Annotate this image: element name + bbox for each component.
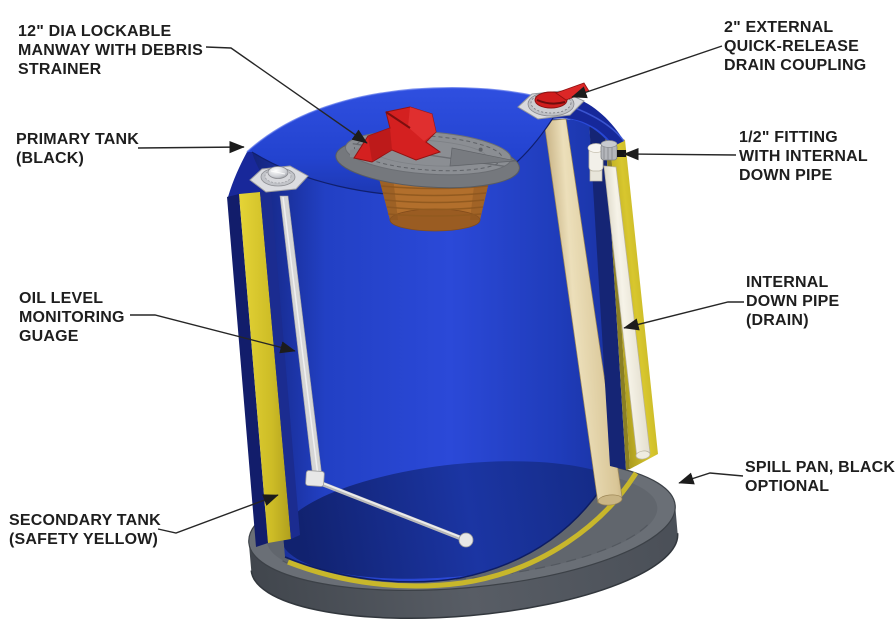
leader-primary-tank: [137, 140, 245, 154]
label-line: STRAINER: [18, 61, 102, 78]
label-line: WITH INTERNAL: [739, 148, 868, 165]
primary-tank-cut-right: [589, 121, 626, 470]
label-line: DOWN PIPE: [739, 167, 833, 184]
manway-lock-handle: [353, 106, 442, 163]
label-secondary-tank: SECONDARY TANK (SAFETY YELLOW): [9, 511, 161, 549]
tank-cut-bottom-edge: [284, 467, 615, 583]
label-line: DOWN PIPE: [746, 293, 840, 310]
label-spill-pan: SPILL PAN, BLACK OPTIONAL: [745, 458, 895, 496]
label-line: GUAGE: [19, 328, 79, 345]
leader-quick-release: [571, 45, 723, 99]
down-pipe-tan: [543, 118, 623, 506]
label-line: QUICK-RELEASE: [724, 38, 860, 55]
label-primary-tank: PRIMARY TANK (BLACK): [16, 130, 139, 168]
leader-manway: [205, 46, 368, 144]
right-wall-cut-edge: [589, 121, 658, 470]
label-oil-gauge: OIL LEVEL MONITORING GUAGE: [19, 289, 125, 346]
internal-down-pipe-white: [603, 165, 651, 459]
oil-gauge-joint: [305, 470, 325, 487]
leader-lines: [130, 45, 744, 534]
label-half-inch-fitting: 1/2" FITTING WITH INTERNAL DOWN PIPE: [739, 128, 868, 185]
manway-latch-pointer: [449, 147, 517, 167]
label-internal-down-pipe: INTERNAL DOWN PIPE (DRAIN): [746, 273, 839, 330]
half-inch-fitting: [587, 140, 626, 182]
oil-gauge-float-arm-highlight: [319, 481, 464, 539]
oil-gauge-fitting: [249, 165, 309, 193]
leader-secondary-tank: [157, 494, 279, 534]
label-line: INTERNAL: [746, 274, 829, 291]
quick-release-coupling: [517, 82, 590, 120]
primary-tank-cut-left: [260, 191, 300, 539]
label-line: PRIMARY TANK: [16, 131, 139, 148]
spill-pan-side: [248, 505, 678, 619]
label-line: MANWAY WITH DEBRIS: [18, 42, 203, 59]
spill-pan-rim-detail: [282, 523, 650, 582]
label-line: (BLACK): [16, 150, 85, 167]
internal-down-pipe-end: [635, 450, 651, 460]
oil-gauge-assembly: [279, 195, 474, 548]
left-wall-cut-edge: [227, 152, 300, 547]
oil-gauge-float: [458, 532, 474, 548]
label-line: (DRAIN): [746, 312, 809, 329]
leader-half-inch-fitting: [623, 147, 737, 161]
tank-top-rim-highlight: [246, 87, 625, 153]
leader-oil-gauge: [130, 314, 296, 354]
label-line: SPILL PAN, BLACK: [745, 459, 896, 476]
leader-spill-pan: [678, 472, 744, 485]
left-outer-navy-band: [227, 194, 268, 547]
label-line: (SAFETY YELLOW): [9, 531, 159, 548]
label-line: 2" EXTERNAL: [724, 19, 834, 36]
label-line: 1/2" FITTING: [739, 129, 838, 146]
spill-pan-bottom-edge: [250, 533, 679, 620]
label-line: MONITORING: [19, 309, 125, 326]
label-line: SECONDARY TANK: [9, 512, 161, 529]
secondary-tank-wall-left: [239, 192, 291, 543]
label-line: DRAIN COUPLING: [724, 57, 867, 74]
leader-internal-down-pipe: [623, 301, 744, 331]
secondary-tank-floor-edge: [287, 471, 639, 589]
manway-lid-hole: [478, 147, 483, 152]
coupling-slot: [536, 99, 566, 105]
label-manway: 12" DIA LOCKABLE MANWAY WITH DEBRIS STRA…: [18, 22, 203, 79]
label-line: OPTIONAL: [745, 478, 830, 495]
label-line: OIL LEVEL: [19, 290, 104, 307]
label-line: 12" DIA LOCKABLE: [18, 23, 172, 40]
label-quick-release: 2" EXTERNAL QUICK-RELEASE DRAIN COUPLING: [724, 18, 866, 75]
manway-assembly: [335, 106, 520, 232]
fitting-nipple: [617, 150, 626, 157]
oil-gauge-rod-highlight: [282, 196, 319, 477]
